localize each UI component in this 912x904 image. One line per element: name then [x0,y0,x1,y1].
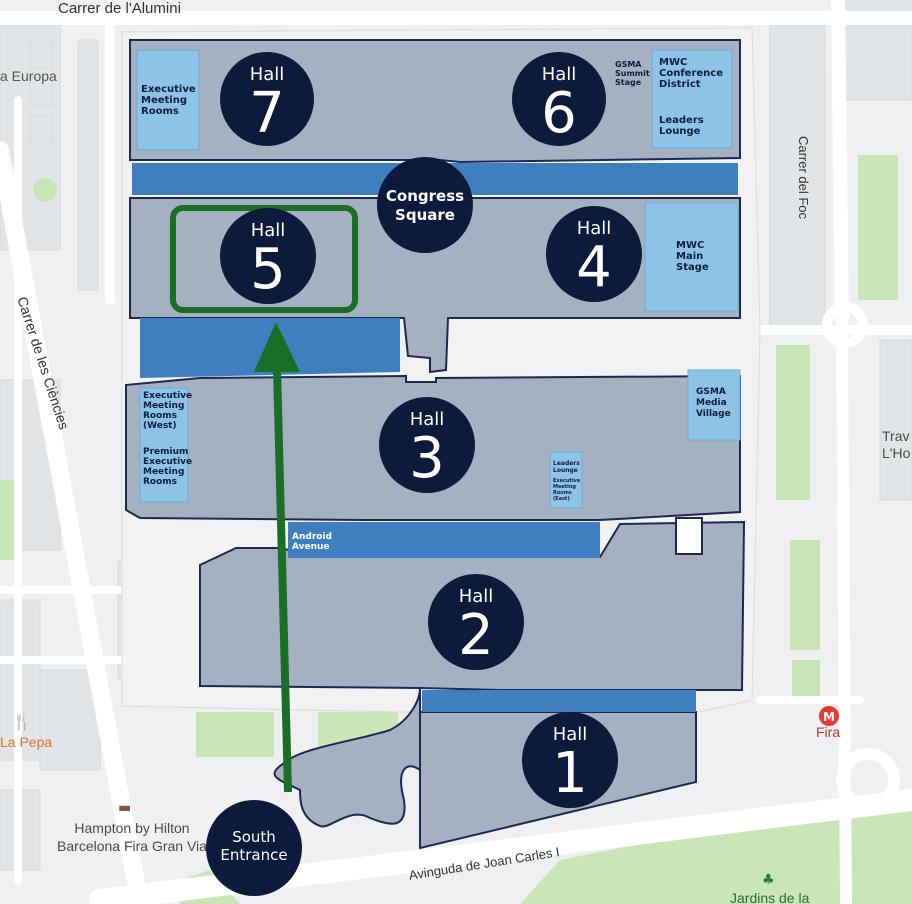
hall-6-word: Hall [541,64,577,85]
hall-4-marker[interactable]: Hall 4 [546,206,642,302]
poi-europa: a Europa [0,68,57,84]
hall-1-marker[interactable]: Hall 1 [522,712,618,808]
label-gsma-summit: GSMA Summit Stage [615,60,650,87]
south-entrance-marker[interactable]: South Entrance [206,800,302,896]
label-leaders-lounge: Leaders Lounge [659,115,704,137]
hall-3-marker[interactable]: Hall 3 [379,397,475,493]
room-exec-7 [136,49,200,151]
walkway-android-avenue [288,522,600,558]
hall-1-word: Hall [552,724,588,745]
label-android-avenue: Android Avenue [292,532,332,552]
label-mwc-conference: MWC Conference District [659,57,724,90]
street-label-alumini: Carrer de l'Alumini [58,0,181,17]
tree-icon: ♣ [762,872,775,888]
hall-3-number: 3 [409,426,445,491]
room-mwc-conference [651,49,733,149]
hall-4-number: 4 [576,235,612,300]
hall-5-marker[interactable]: Hall 5 [220,208,316,304]
hotel-icon: ▬ [118,800,132,816]
street-label-foc: Carrer del Foc [796,135,812,220]
poi-hampton-2: Barcelona Fira Gran Via [57,838,207,854]
congress-square-marker[interactable]: Congress Square [377,157,473,253]
poi-jardins: Jardins de la [730,890,810,904]
hall-5-word: Hall [250,220,286,241]
congress-line1: Congress [385,187,465,205]
entrance-line2: Entrance [220,846,288,864]
label-premium-exec: Premium Executive Meeting Rooms [143,447,193,487]
hall-1-number: 1 [552,741,588,806]
hall-7-number: 7 [249,81,285,146]
poi-hampton-1: Hampton by Hilton [74,820,190,836]
hall-5-number: 5 [250,237,286,302]
label-mwc-main-stage: MWC Main Stage [676,240,709,273]
restaurant-icon: 🍴 [12,712,32,731]
metro-icon [819,706,839,726]
entrance-line1: South [232,828,276,846]
hall-7-marker[interactable]: Hall 7 [220,52,314,146]
svg-text:M: M [823,710,835,724]
route-arrowhead [254,322,300,372]
meeting-rooms [136,49,741,509]
poi-travessera: Trav L'Ho [882,428,911,461]
hall-6-number: 6 [541,81,577,146]
hall-3-word: Hall [409,409,445,430]
hall-6-marker[interactable]: Hall 6 [512,52,606,146]
congress-line2: Square [395,206,455,224]
label-exec-west: Executive Meeting Rooms (West) [143,391,193,431]
south-plaza [273,687,421,828]
poi-fira: Fira [816,724,841,740]
hall-7-word: Hall [249,64,285,85]
walkway-hall1 [422,690,696,712]
poi-la-pepa: La Pepa [0,734,53,750]
hall-2-word: Hall [458,586,494,607]
room-exec-west [139,387,189,503]
hall-2-marker[interactable]: Hall 2 [428,574,524,670]
label-exec-rooms-7: Executive Meeting Rooms [141,84,196,117]
room-leaders-small [549,451,583,509]
room-gsma-media [687,369,741,441]
label-leaders-lounge-small: Leaders Lounge [553,460,580,474]
route-line [273,367,292,793]
room-mwc-main [644,202,739,312]
label-exec-east: Executive Meeting Rooms (East) [553,478,581,502]
hall-2-number: 2 [458,603,494,668]
hall-4-word: Hall [576,218,612,239]
label-gsma-media: GSMA Media Village [696,387,731,419]
